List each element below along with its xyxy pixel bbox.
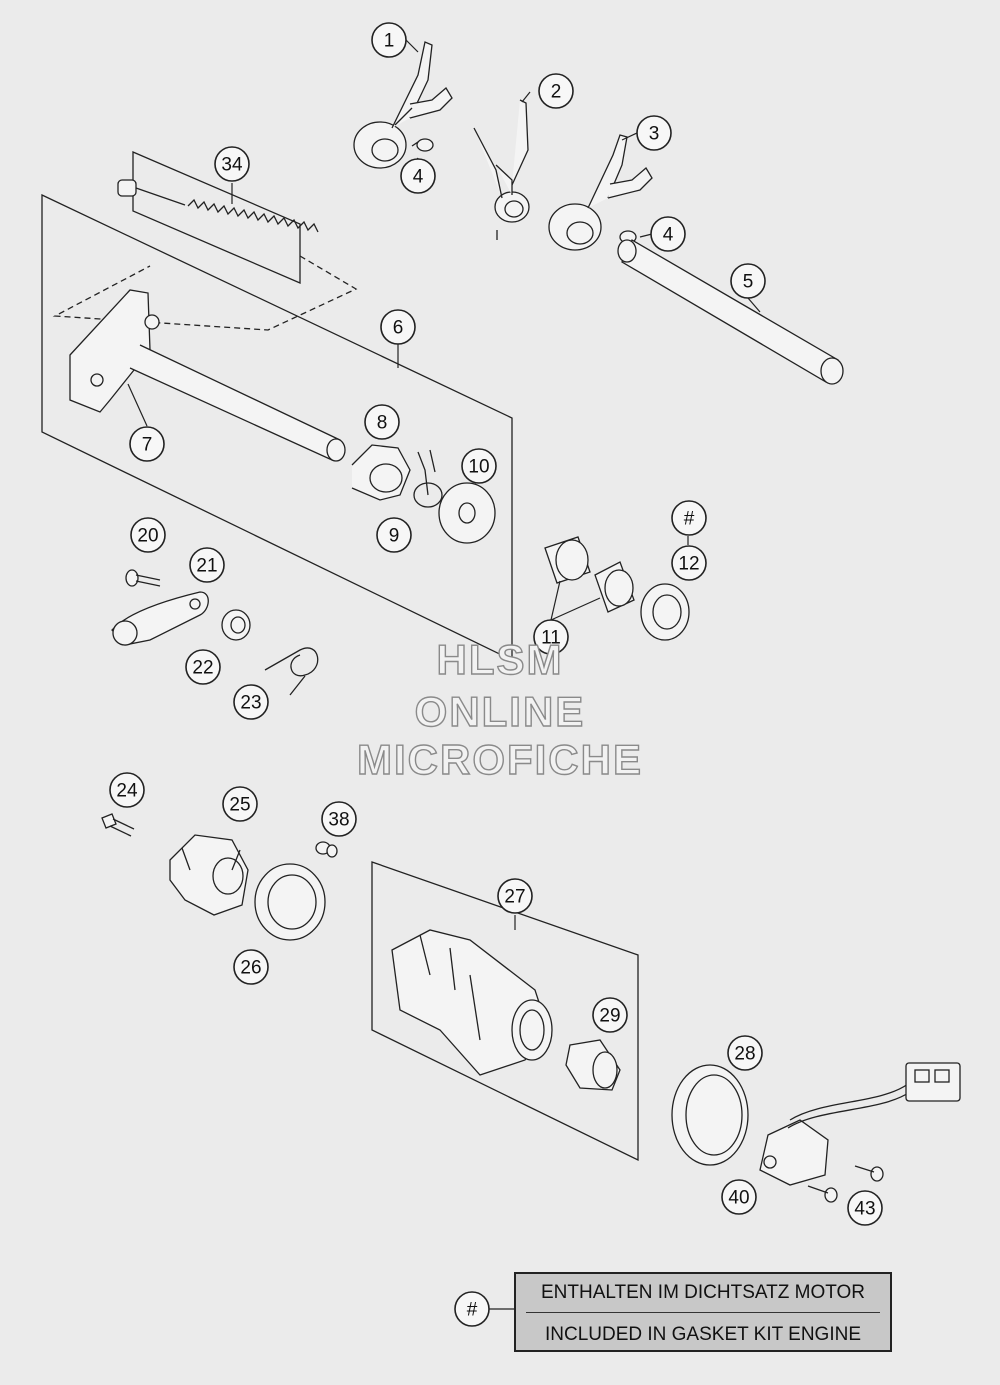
callout-label: 38	[328, 810, 349, 831]
shift-fork-1	[353, 41, 453, 169]
spring-9	[413, 449, 443, 508]
callout-20	[130, 517, 166, 553]
callout-10	[461, 448, 497, 484]
callout-label: #	[684, 509, 695, 530]
legend-text-en: INCLUDED IN GASKET KIT ENGINE	[544, 1324, 862, 1345]
callout-21	[189, 547, 225, 583]
washer-10	[438, 482, 496, 544]
callout-label: 24	[116, 781, 138, 802]
pin-4a	[416, 138, 434, 152]
callout-40	[721, 1179, 757, 1215]
shift-drum-27	[391, 929, 553, 1076]
callout-label: 21	[196, 556, 217, 577]
callout-label: 29	[599, 1006, 620, 1027]
shift-fork-2	[473, 99, 530, 240]
spring-34	[117, 179, 319, 233]
callout-label: 2	[551, 82, 562, 103]
callout-label: 12	[678, 554, 699, 575]
callout-34	[214, 146, 250, 182]
callout-label: 11	[541, 628, 561, 649]
callout-label: 9	[389, 526, 400, 547]
callout-2	[538, 73, 574, 109]
callout-28	[727, 1035, 763, 1071]
legend-text-de: ENTHALTEN IM DICHTSATZ MOTOR	[540, 1282, 866, 1303]
callout-11	[533, 619, 569, 655]
gear-sensor-40	[759, 1062, 961, 1186]
callout-label: 34	[221, 155, 243, 176]
legend-box: ENTHALTEN IM DICHTSATZ MOTOR INCLUDED IN…	[514, 1272, 892, 1352]
callout-24	[109, 772, 145, 808]
callout-38	[321, 801, 357, 837]
shift-shaft-6	[69, 289, 346, 462]
shift-fork-3	[548, 134, 653, 251]
callout-3	[636, 115, 672, 151]
callout-label: 5	[743, 272, 754, 293]
shift-drum-locator-25	[169, 834, 249, 916]
callout-label: 22	[192, 658, 213, 679]
callout-8	[364, 404, 400, 440]
callout-bubbles	[109, 22, 883, 1327]
lever-21	[111, 591, 209, 646]
callout-label: 8	[377, 413, 388, 434]
legend-divider	[526, 1312, 880, 1313]
fork-shaft-5	[617, 239, 844, 385]
callout-label: 43	[854, 1199, 875, 1220]
callout-hash	[671, 500, 707, 536]
callout-label: 20	[137, 526, 158, 547]
callout-labels: 123445678910#121134202122232425382627292…	[116, 31, 875, 1321]
callout-29	[592, 997, 628, 1033]
callout-1	[371, 22, 407, 58]
torsion-spring-23	[264, 647, 319, 696]
seal-ring-26	[254, 863, 326, 941]
callout-43	[847, 1190, 883, 1226]
watermark-line3: MICROFICHE	[356, 735, 643, 783]
callout-5	[730, 263, 766, 299]
watermark-line1: HLSM	[436, 635, 564, 683]
bolt-24	[101, 813, 135, 837]
legend-symbol: #	[467, 1300, 478, 1321]
callout-27	[497, 878, 533, 914]
group-frame-6	[41, 193, 513, 662]
callout-label: 7	[142, 435, 153, 456]
callout-label: 40	[728, 1188, 749, 1209]
needle-bearing-11	[544, 536, 635, 613]
callout-22	[185, 649, 221, 685]
callout-label: 26	[240, 958, 261, 979]
callout-label: 3	[649, 124, 660, 145]
bushing-22	[221, 609, 251, 641]
bolt-20	[125, 569, 161, 587]
callout-label: 27	[504, 887, 525, 908]
callout-label: 25	[229, 795, 250, 816]
callout-7	[129, 426, 165, 462]
callout-label: 6	[393, 318, 404, 339]
callout-label: 4	[413, 167, 424, 188]
shaft-seal-12	[640, 583, 690, 641]
callout-12	[671, 545, 707, 581]
callout-9	[376, 517, 412, 553]
callout-label: 10	[468, 457, 489, 478]
shift-arm-8	[351, 444, 411, 501]
legend-symbol-bubble	[454, 1291, 490, 1327]
group-frame-27	[371, 861, 639, 1162]
callout-23	[233, 684, 269, 720]
callout-6	[380, 309, 416, 345]
callout-label: 23	[240, 693, 261, 714]
callout-label: 4	[663, 225, 674, 246]
callout-26	[233, 949, 269, 985]
watermark-line2: ONLINE	[414, 687, 586, 735]
bearing-29	[565, 1039, 621, 1091]
ring-28	[671, 1064, 749, 1166]
screw-43b	[854, 1165, 884, 1182]
callout-4a	[400, 158, 436, 194]
callout-25	[222, 786, 258, 822]
screw-38	[315, 841, 338, 858]
screw-43a	[807, 1185, 838, 1203]
callout-4b	[650, 216, 686, 252]
callout-label: 1	[384, 31, 395, 52]
callout-label: 28	[734, 1044, 755, 1065]
